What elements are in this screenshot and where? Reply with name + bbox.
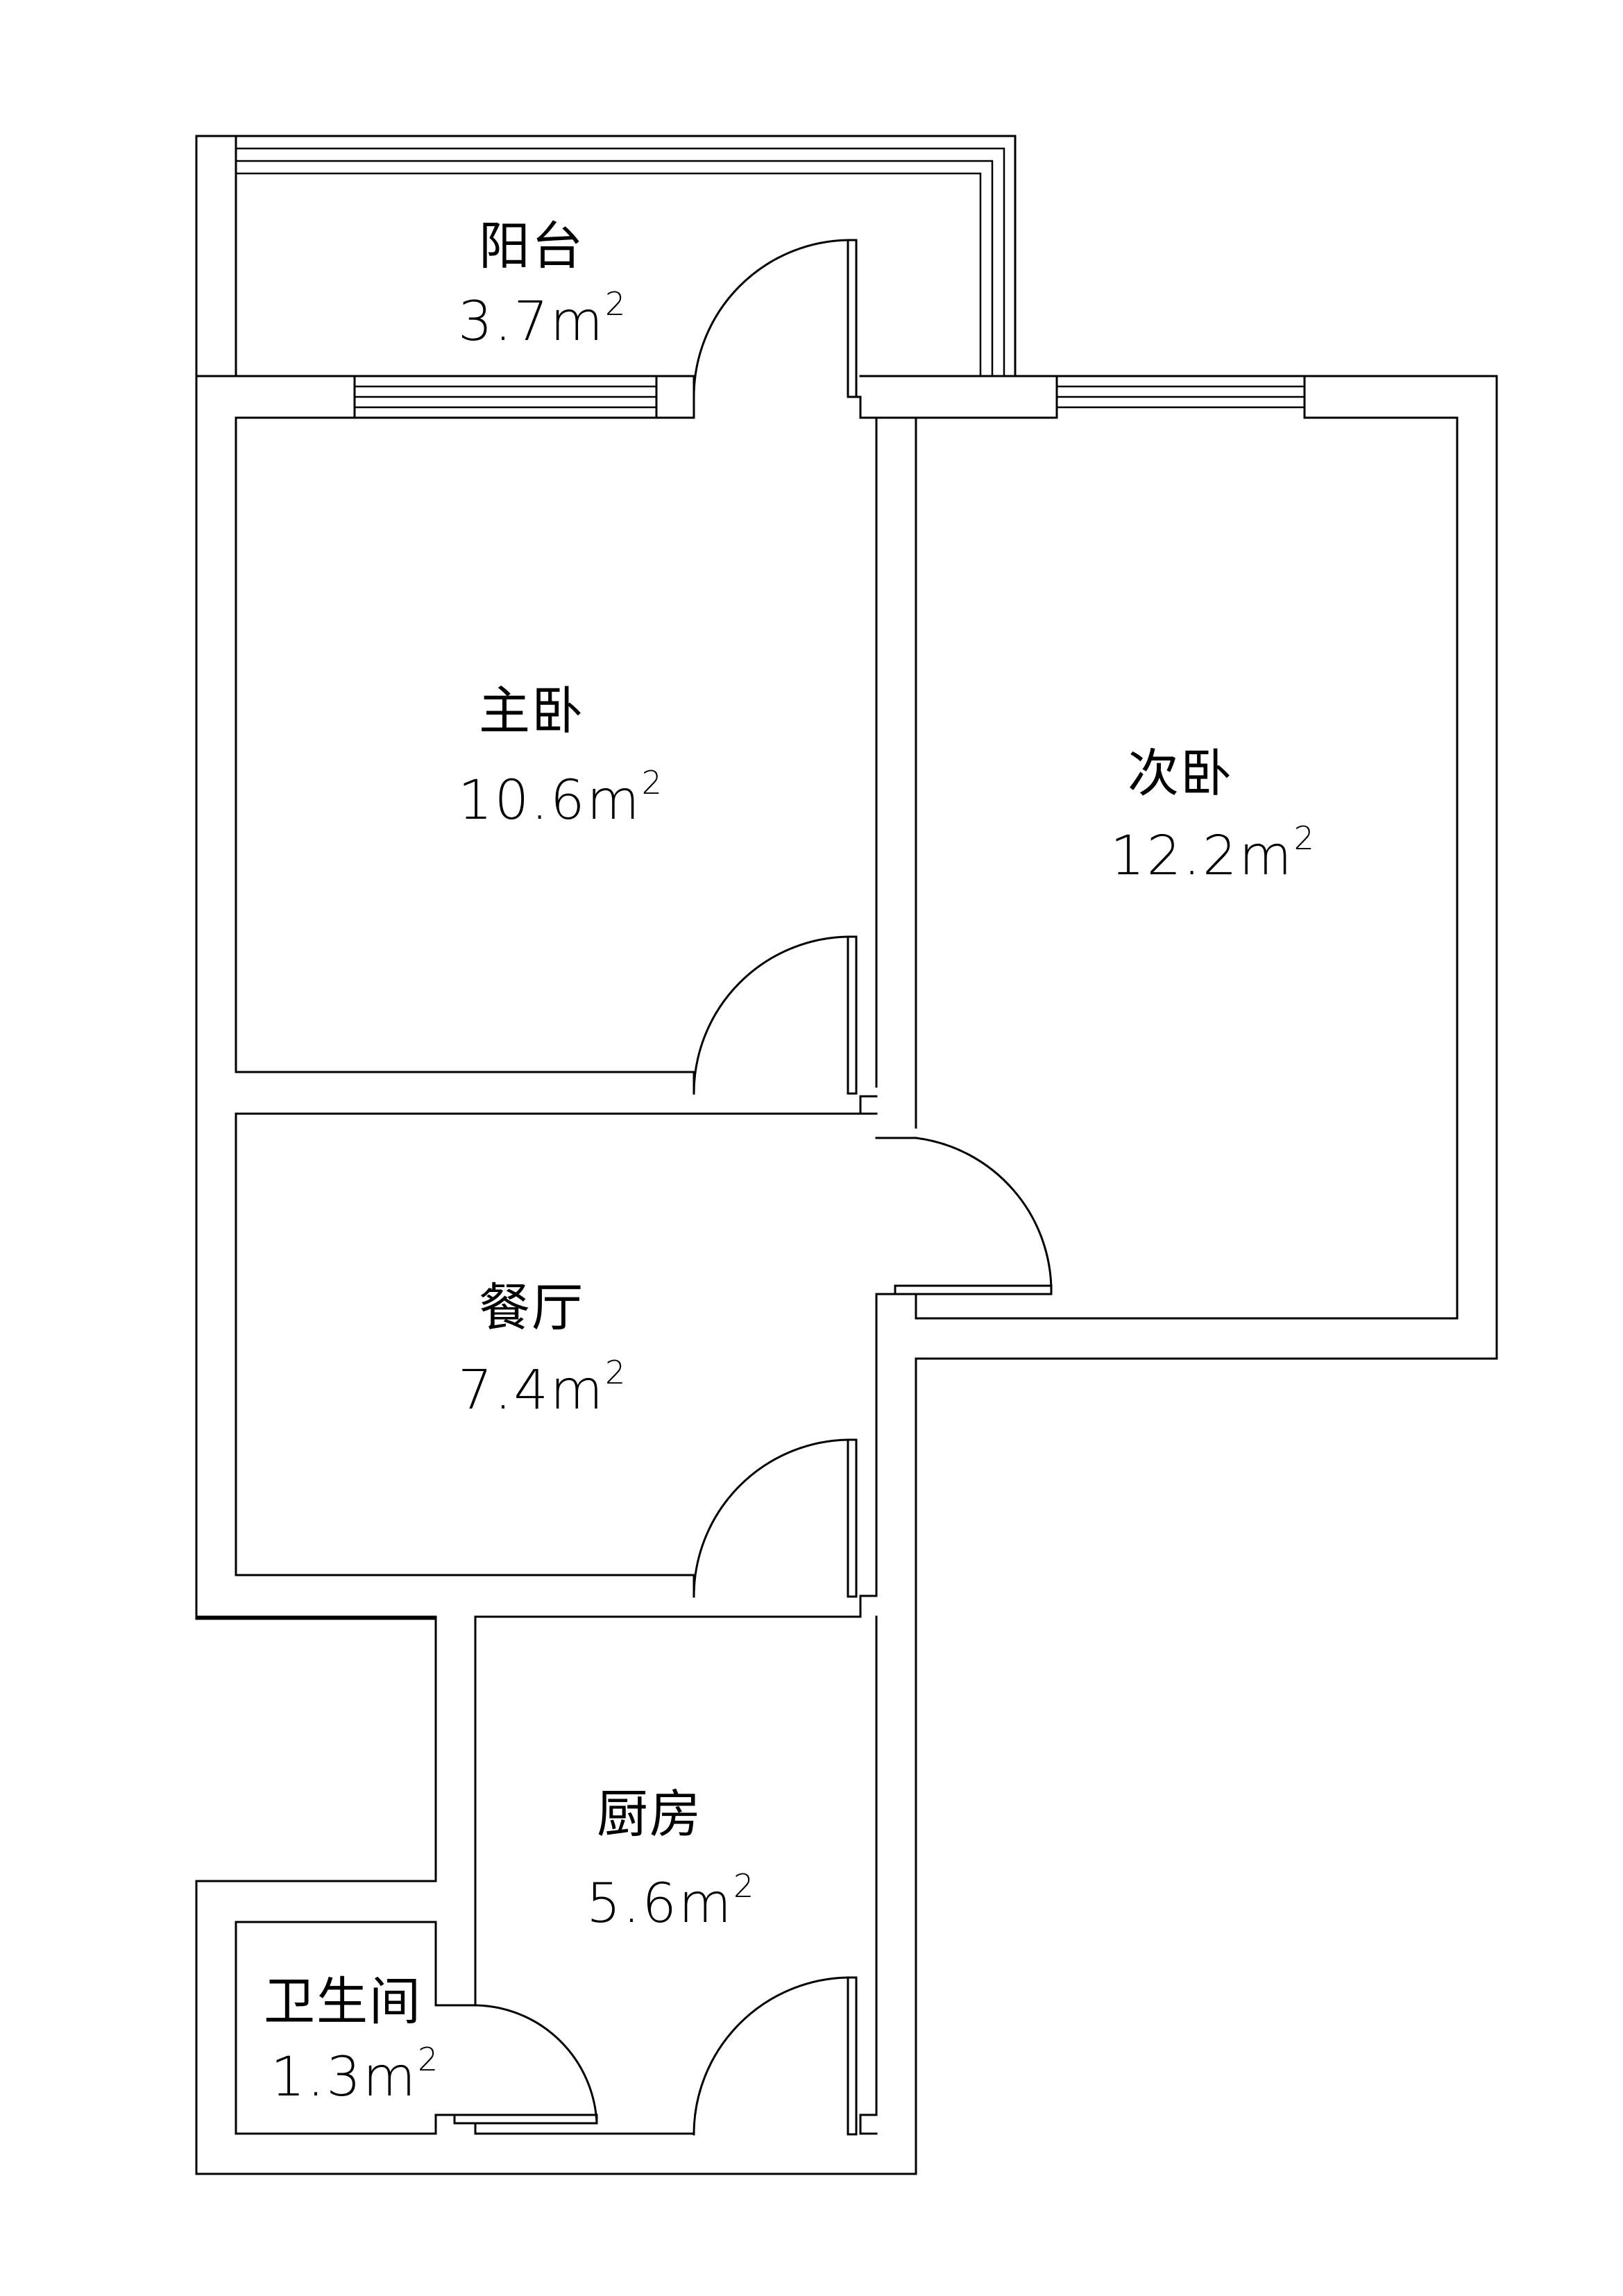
area-power: 2	[1294, 819, 1316, 857]
svg-text:10.6m2: 10.6m2	[458, 764, 664, 832]
bathroom-walls	[235, 1921, 477, 2135]
area-power: 2	[605, 1354, 627, 1391]
room-name: 卫生间	[264, 1972, 422, 2032]
area-power: 2	[642, 764, 664, 801]
room-name: 厨房	[597, 1785, 702, 1844]
balcony-railing	[195, 135, 1005, 377]
label-balcony: 阳台 3.7m2	[458, 216, 627, 353]
room-name: 主卧	[479, 681, 584, 741]
label-master: 主卧 10.6m2	[458, 681, 664, 832]
door-master	[692, 935, 858, 1095]
svg-text:5.6m2: 5.6m2	[586, 1867, 756, 1935]
central-wall	[859, 375, 1058, 1129]
room-area: 1.3	[271, 2046, 363, 2109]
room-area: 5.6	[586, 1873, 679, 1935]
door-second-bedroom	[875, 1137, 1053, 1576]
svg-text:3.7m2: 3.7m2	[458, 285, 627, 353]
svg-text:12.2m2: 12.2m2	[1110, 819, 1316, 887]
area-unit: m	[550, 1359, 605, 1422]
label-second: 次卧 12.2m2	[1110, 744, 1316, 887]
door-bathroom	[453, 2004, 598, 2125]
label-dining: 餐厅 7.4m2	[458, 1278, 627, 1422]
master-window	[235, 375, 695, 419]
area-power: 2	[733, 1867, 756, 1905]
door-balcony	[692, 239, 862, 419]
area-unit: m	[587, 769, 642, 832]
outer-wall	[195, 135, 1498, 2175]
master-dining-wall	[235, 416, 878, 1115]
area-unit: m	[1239, 825, 1294, 887]
room-name: 阳台	[479, 216, 584, 276]
area-unit: m	[363, 2046, 418, 2109]
area-unit: m	[550, 291, 605, 353]
room-area: 10.6	[458, 769, 587, 832]
door-dining	[692, 1438, 858, 1598]
area-unit: m	[679, 1873, 733, 1935]
area-power: 2	[418, 2041, 440, 2078]
area-power: 2	[605, 285, 627, 323]
dining-walls	[195, 1112, 878, 1618]
svg-text:1.3m2: 1.3m2	[271, 2041, 440, 2109]
room-name: 餐厅	[479, 1278, 584, 1338]
room-area: 3.7	[458, 291, 550, 353]
door-kitchen	[692, 1976, 858, 2136]
kitchen-walls	[434, 1615, 878, 2135]
second-window	[1055, 375, 1306, 419]
room-area: 12.2	[1110, 825, 1239, 887]
label-kitchen: 厨房 5.6m2	[586, 1785, 756, 1935]
label-bathroom: 卫生间 1.3m2	[264, 1972, 440, 2109]
second-bedroom-walls	[915, 416, 1459, 1320]
svg-text:7.4m2: 7.4m2	[458, 1354, 627, 1422]
room-area: 7.4	[458, 1359, 550, 1422]
room-name: 次卧	[1128, 744, 1233, 803]
